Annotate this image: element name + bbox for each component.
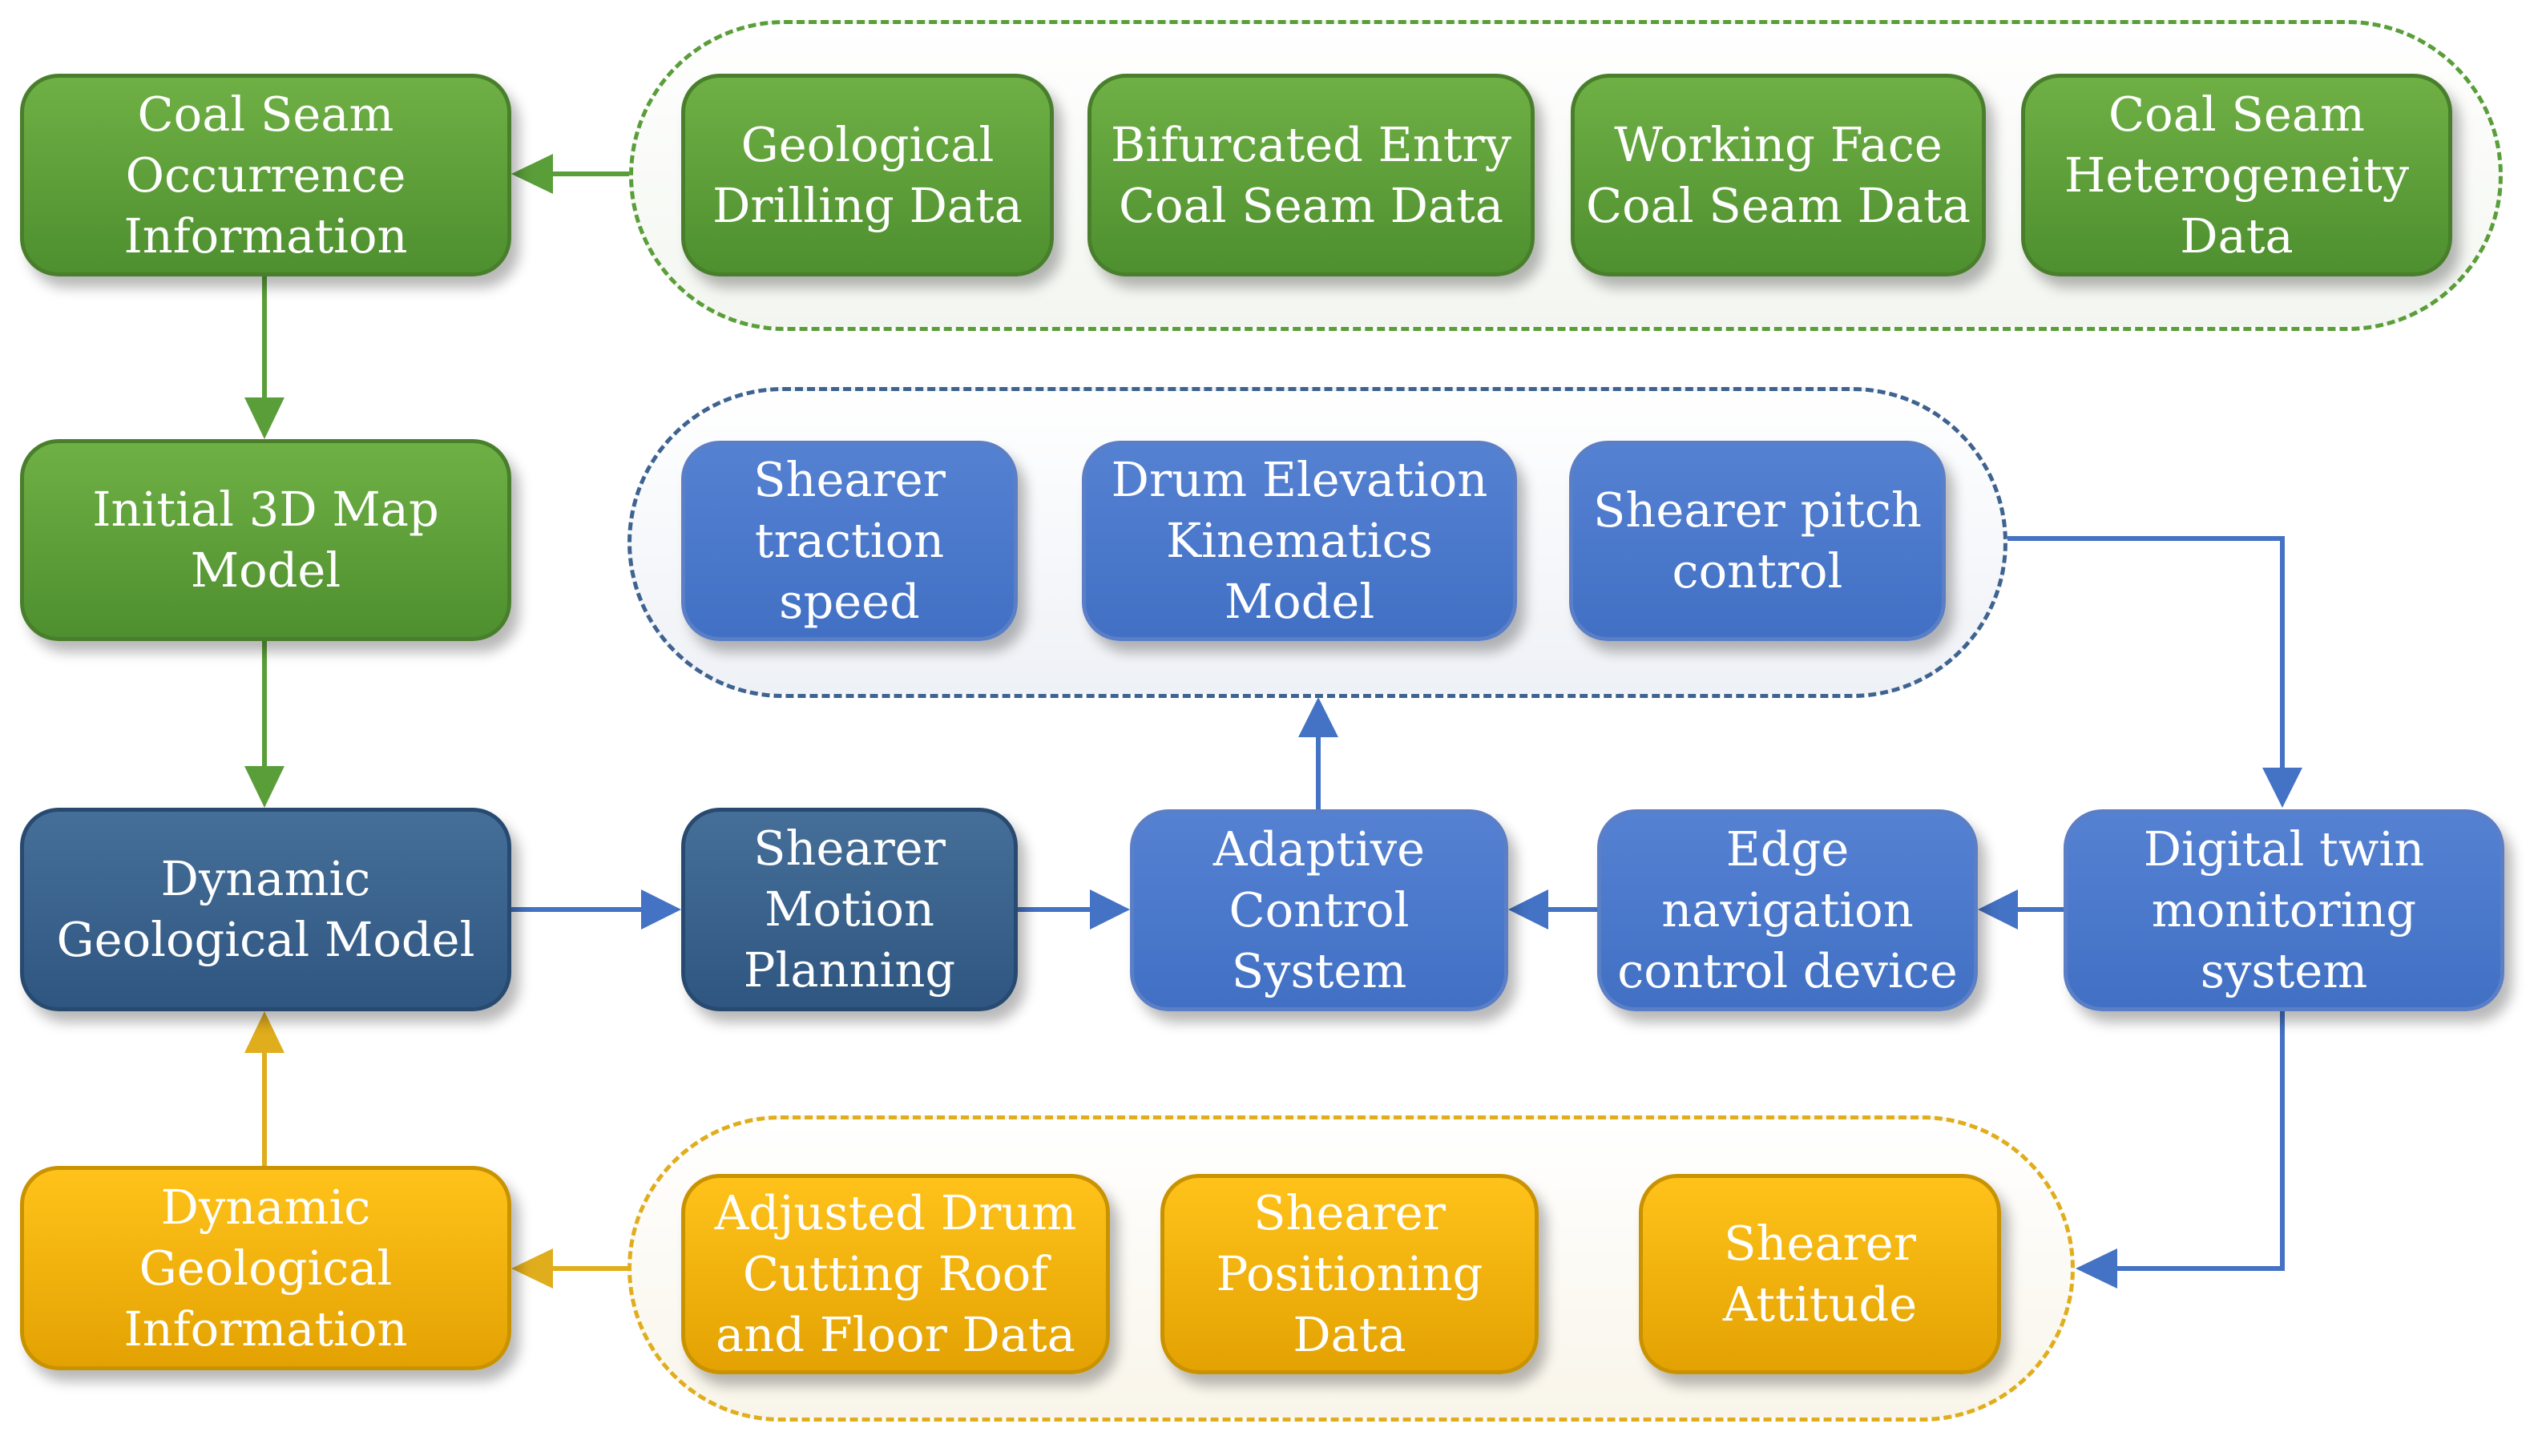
arrowhead-measurements xyxy=(2076,1248,2117,1289)
arrowhead-map xyxy=(244,397,284,439)
arrowhead-twin xyxy=(2262,768,2302,808)
arrowhead-dynamic-model xyxy=(244,766,284,808)
arrowhead-planning xyxy=(641,889,681,930)
arrow-group-to-twin xyxy=(2007,536,2285,769)
arrowhead-occurrence xyxy=(511,154,553,194)
arrowhead-edge xyxy=(1978,889,2018,930)
arrowhead-adaptive xyxy=(1090,889,1130,930)
arrowhead-info xyxy=(511,1248,553,1289)
arrowhead-control-group xyxy=(1298,697,1338,737)
arrowhead-model-bottom xyxy=(244,1011,284,1053)
arrowhead-adaptive-right xyxy=(1508,889,1548,930)
arrow-twin-to-measurements xyxy=(2116,1011,2285,1271)
